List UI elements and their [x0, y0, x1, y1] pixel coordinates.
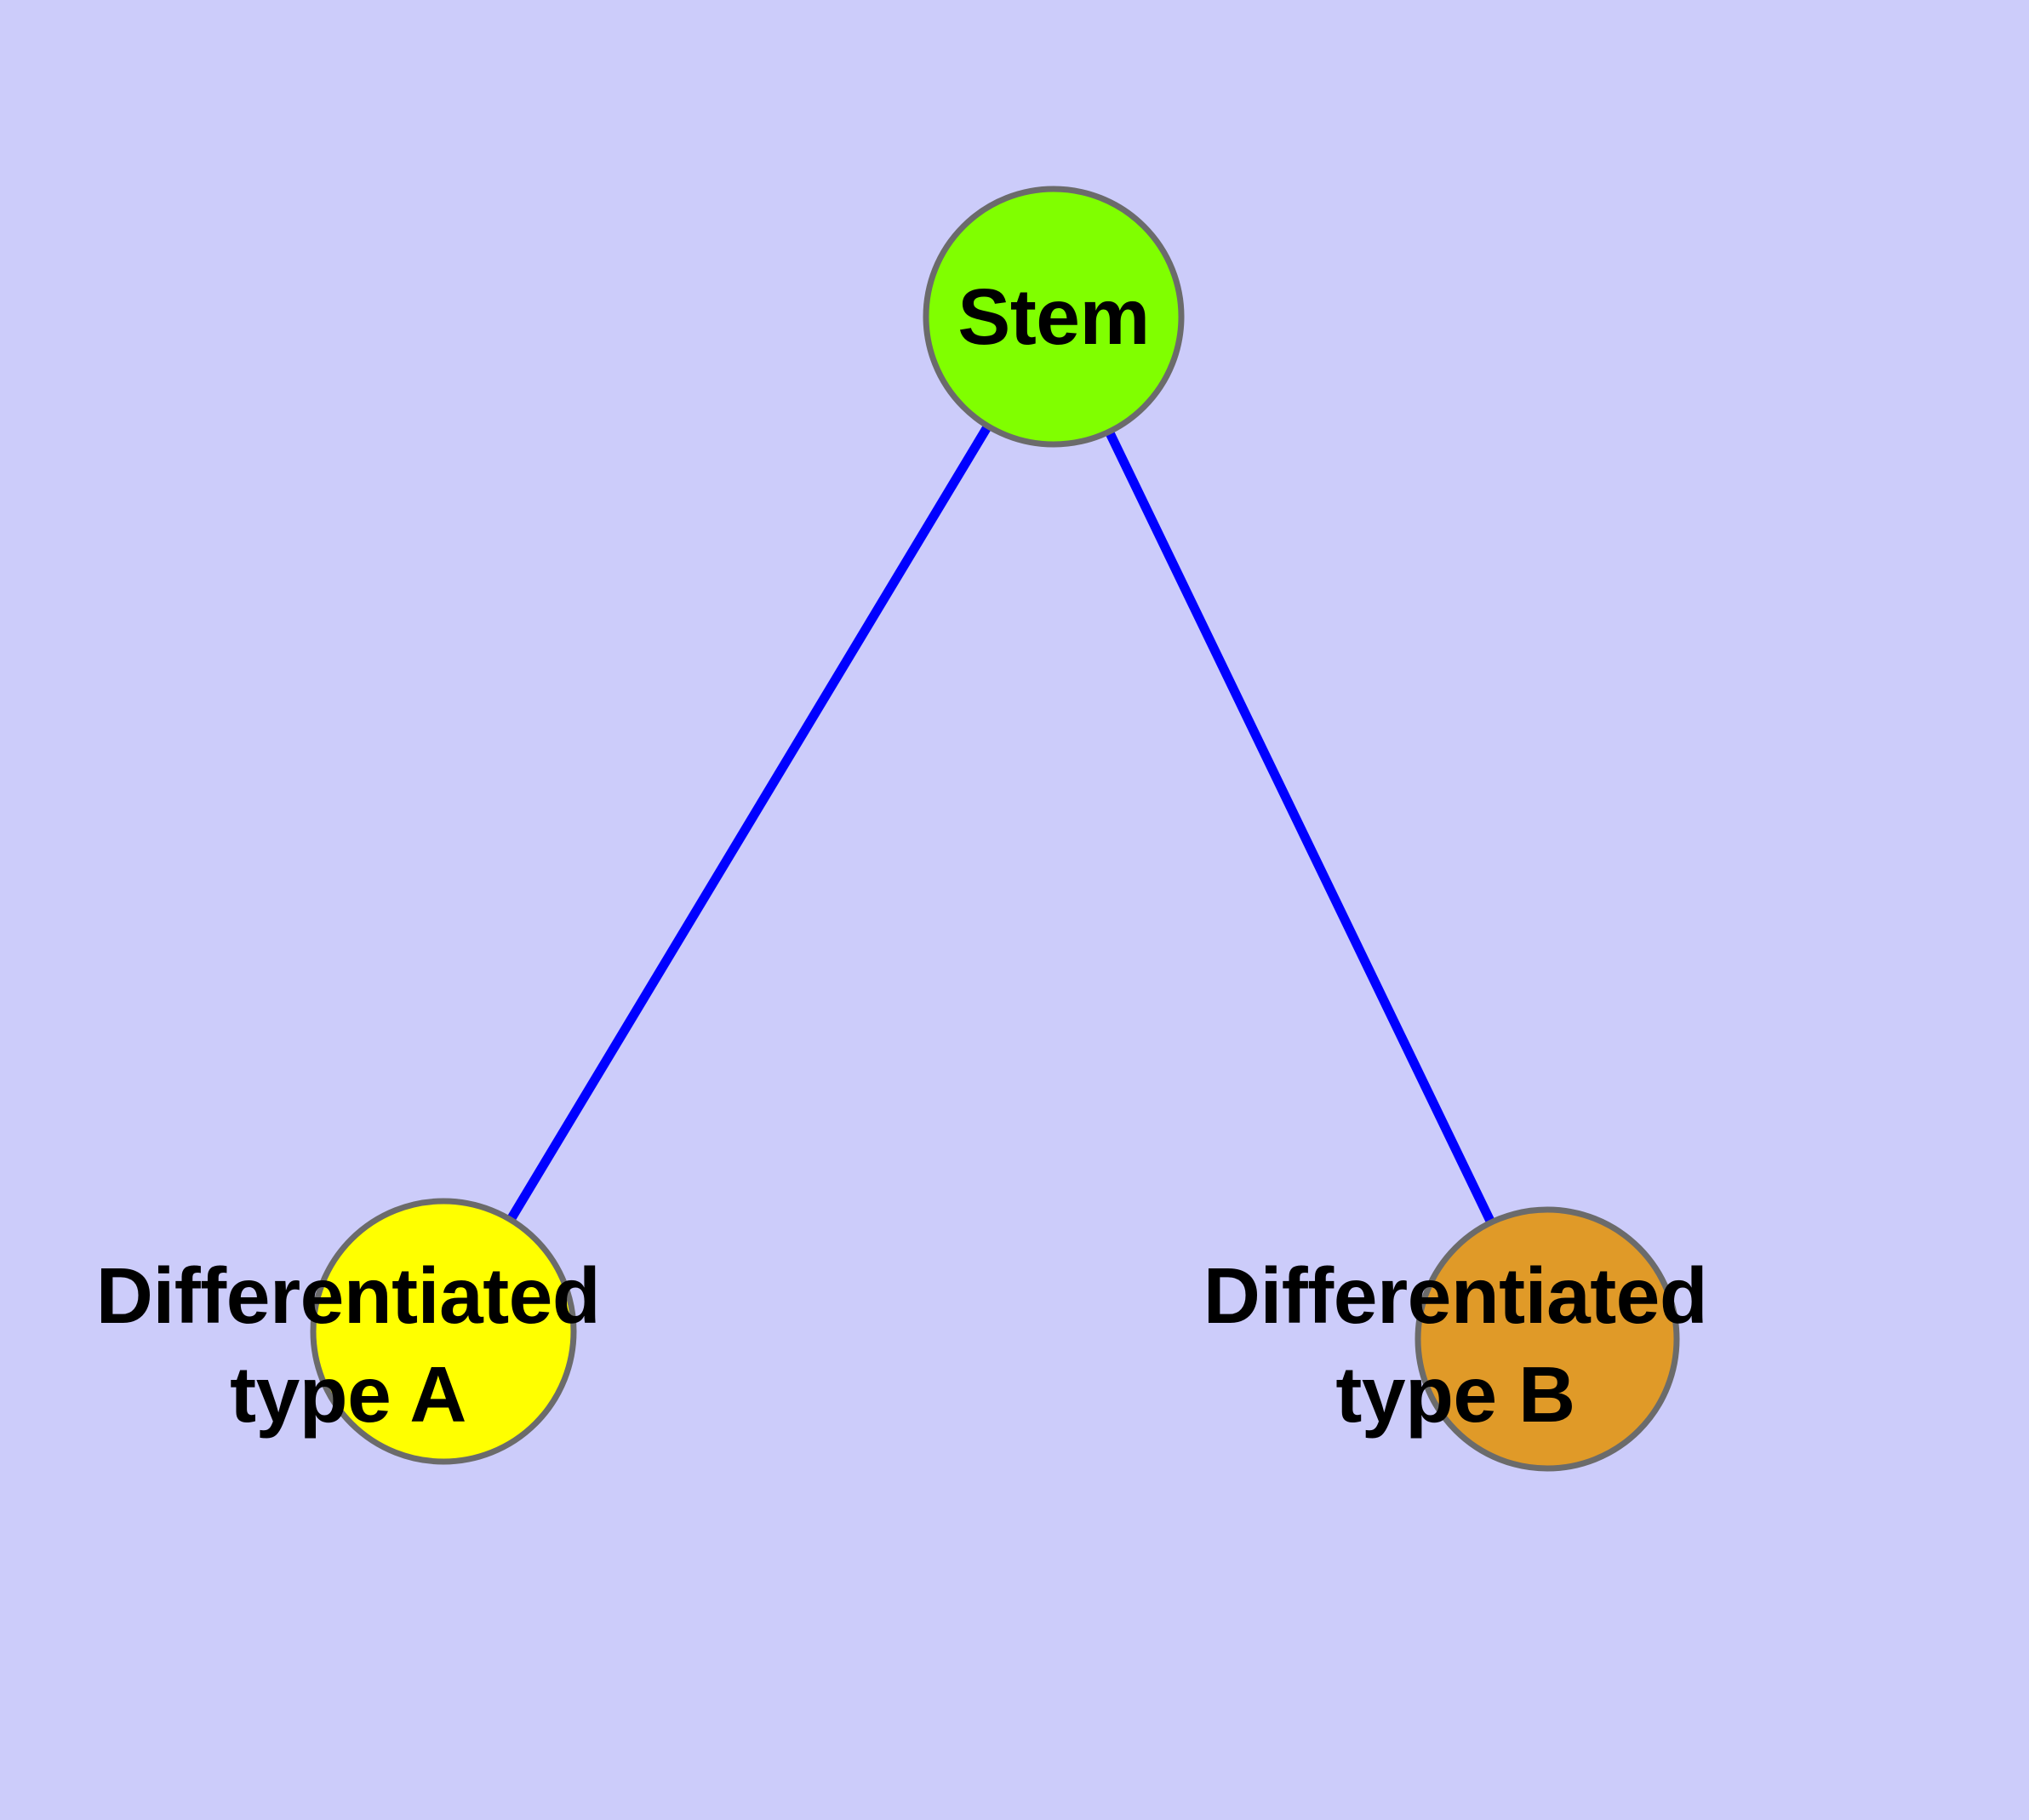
graph-edge[interactable]: [506, 421, 993, 1224]
graph-node-diff_b[interactable]: [1415, 1206, 1680, 1472]
graph-node-stem[interactable]: [923, 186, 1185, 448]
graph-edge[interactable]: [1104, 427, 1496, 1227]
edge-layer: [506, 421, 1496, 1227]
graph-node-diff_a[interactable]: [310, 1198, 577, 1465]
node-layer: [310, 186, 1680, 1472]
